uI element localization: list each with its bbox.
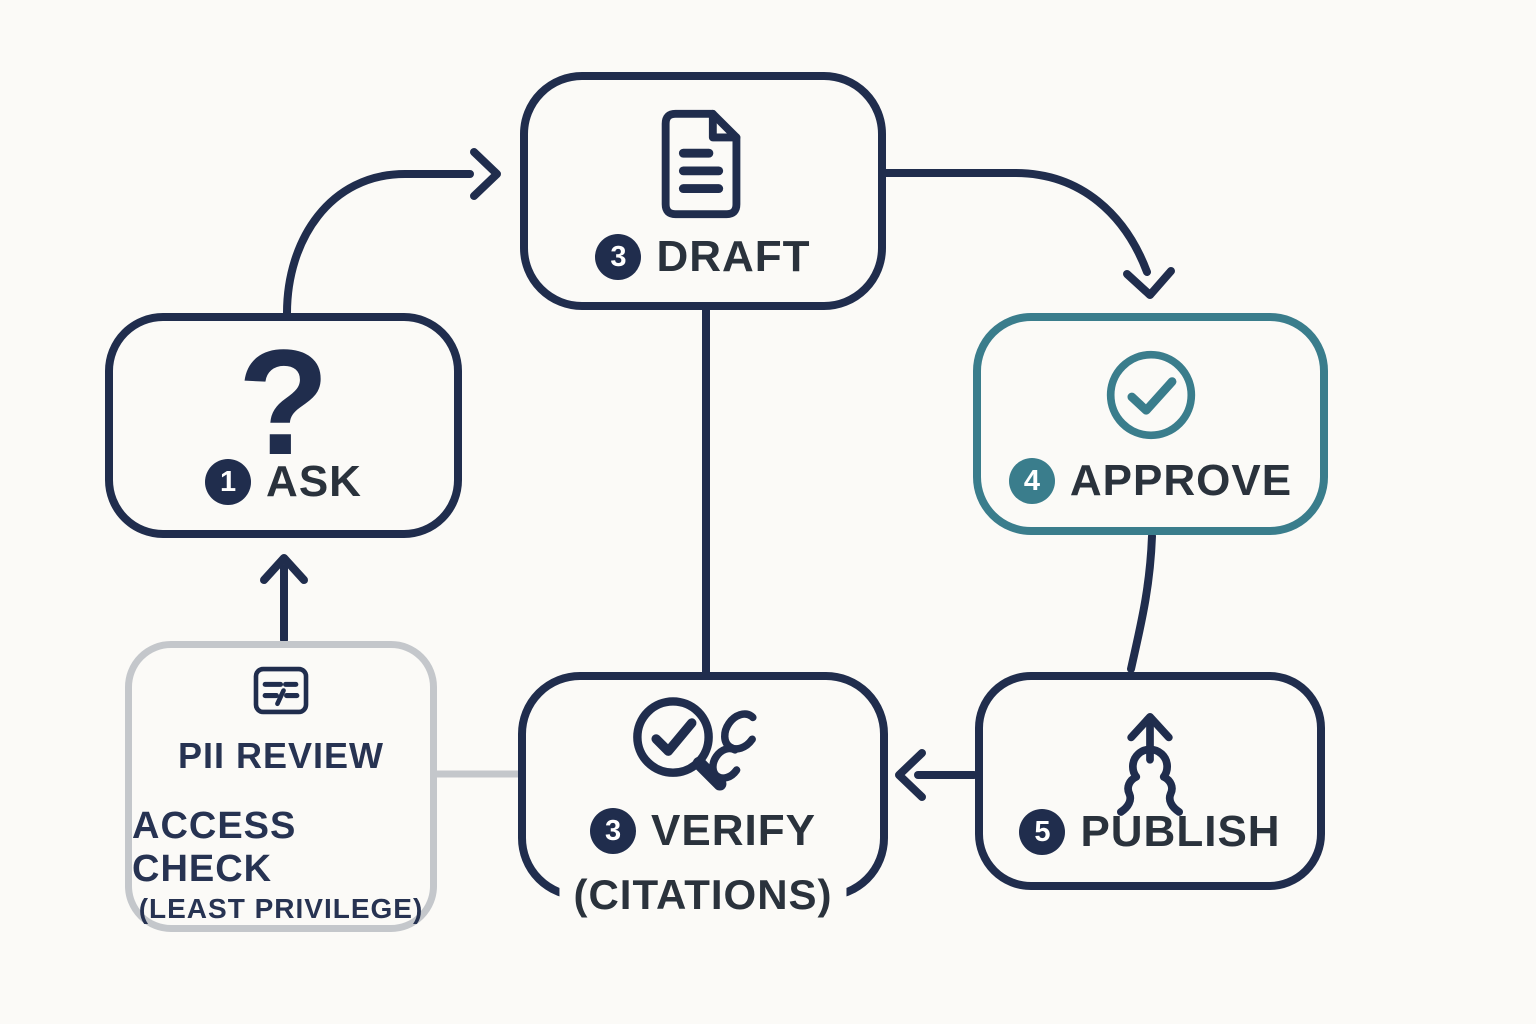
node-label: APPROVE [1069, 456, 1293, 505]
search-check-link-icon [633, 697, 761, 791]
node-label: VERIFY [651, 806, 816, 855]
step-badge: 4 [1008, 458, 1055, 504]
approve-node: 4 APPROVE [973, 313, 1328, 535]
draft-label-row: 3 DRAFT [528, 232, 878, 282]
step-badge: 3 [595, 234, 642, 280]
publish-label-row: 5 PUBLISH [983, 807, 1317, 857]
verify-label-row: 3 VERIFY [526, 806, 880, 856]
arrowhead-up-icon [260, 554, 308, 584]
connector-draft-to-approve [882, 169, 1151, 276]
step-badge: 5 [1019, 809, 1066, 855]
draft-node: 3 DRAFT [520, 72, 886, 310]
node-label: PUBLISH [1080, 807, 1281, 856]
publish-node: 5 PUBLISH [975, 672, 1325, 890]
step-badge: 3 [590, 808, 637, 854]
node-label: DRAFT [656, 232, 811, 281]
redacted-card-icon [253, 666, 309, 715]
arrowhead-down-icon [1123, 267, 1175, 299]
least-privilege-label: (LEAST PRIVILEGE) [138, 893, 424, 924]
arrowhead-left-icon [895, 749, 926, 801]
pii-review-node: PII REVIEW ACCESS CHECK (LEAST PRIVILEGE… [125, 641, 437, 932]
step-badge: 1 [205, 459, 252, 505]
verify-node: 3 VERIFY (CITATIONS) [518, 672, 888, 919]
ask-label-row: 1 ASK [113, 457, 454, 507]
citations-label: (CITATIONS) [559, 871, 847, 919]
arrowhead-right-icon [470, 148, 501, 200]
question-mark-icon: ? [237, 318, 330, 486]
approve-label-row: 4 APPROVE [981, 456, 1320, 506]
check-circle-icon [1106, 350, 1195, 440]
access-check-label: ACCESS CHECK [132, 805, 297, 890]
pii-review-label: PII REVIEW [177, 735, 385, 776]
ask-node: ? 1 ASK [105, 313, 462, 538]
connector-ask-to-draft [283, 170, 474, 317]
upload-person-icon [1117, 713, 1184, 816]
node-label: ASK [266, 457, 362, 506]
document-icon [661, 109, 741, 219]
connector-approve-to-publish [1127, 532, 1156, 673]
